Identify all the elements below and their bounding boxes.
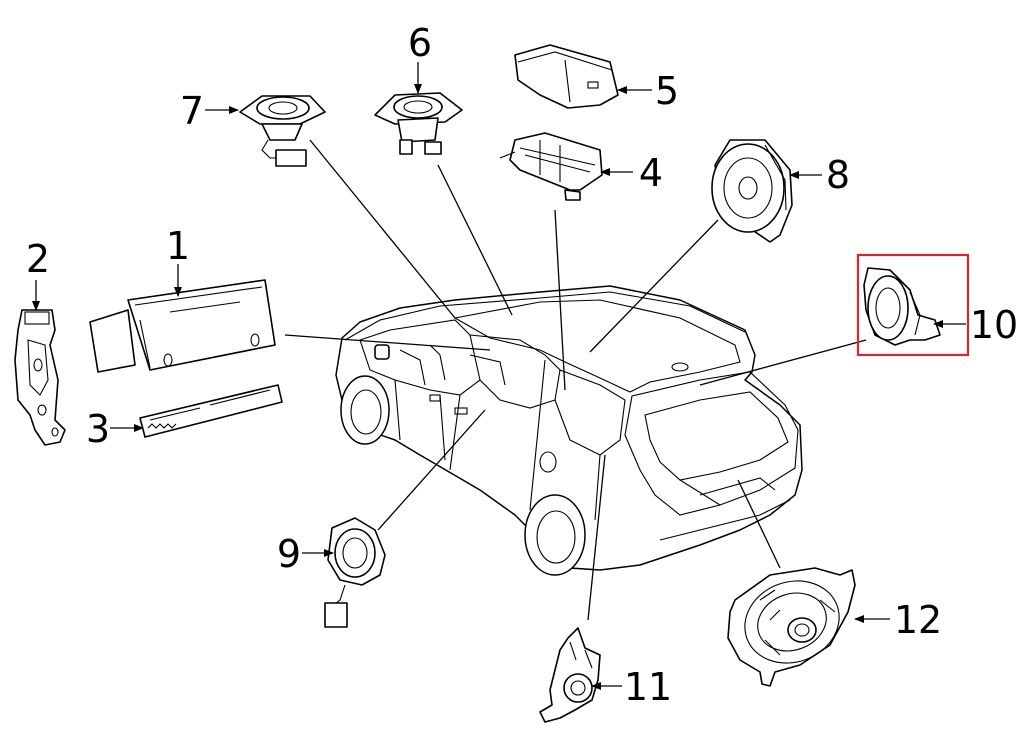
callout-6: 6	[408, 21, 432, 65]
part-2-bracket[interactable]	[14, 309, 66, 446]
part-7-speaker[interactable]	[239, 95, 326, 167]
callout-5: 5	[655, 69, 679, 113]
callout-11: 11	[624, 665, 672, 709]
callout-4: 4	[639, 151, 663, 195]
highlight-box	[856, 253, 970, 357]
callout-1: 1	[166, 224, 190, 268]
callout-3: 3	[86, 407, 110, 451]
leader-lines	[284, 139, 867, 621]
callout-7: 7	[180, 89, 204, 133]
part-4-amplifier[interactable]	[499, 132, 603, 201]
callout-2: 2	[26, 237, 50, 281]
part-1-receiver[interactable]	[89, 279, 276, 373]
callout-12: 12	[894, 598, 942, 642]
part-5-cover[interactable]	[514, 44, 619, 109]
callout-8: 8	[826, 153, 850, 197]
part-9-speaker[interactable]	[324, 517, 386, 628]
callout-labels: 1 2 3 4 5 6 7 8 9 10 11 12	[26, 21, 1018, 709]
part-8-speaker[interactable]	[711, 139, 793, 243]
callout-arrows	[32, 62, 966, 690]
part-3-module-strip[interactable]	[139, 384, 283, 438]
callout-10: 10	[970, 303, 1018, 347]
part-11-speaker[interactable]	[539, 627, 601, 723]
part-10-speaker[interactable]	[863, 267, 941, 346]
part-12-speaker[interactable]	[727, 567, 856, 687]
part-6-speaker[interactable]	[374, 92, 463, 155]
minivan-vehicle	[335, 285, 803, 576]
callout-9: 9	[277, 532, 301, 576]
